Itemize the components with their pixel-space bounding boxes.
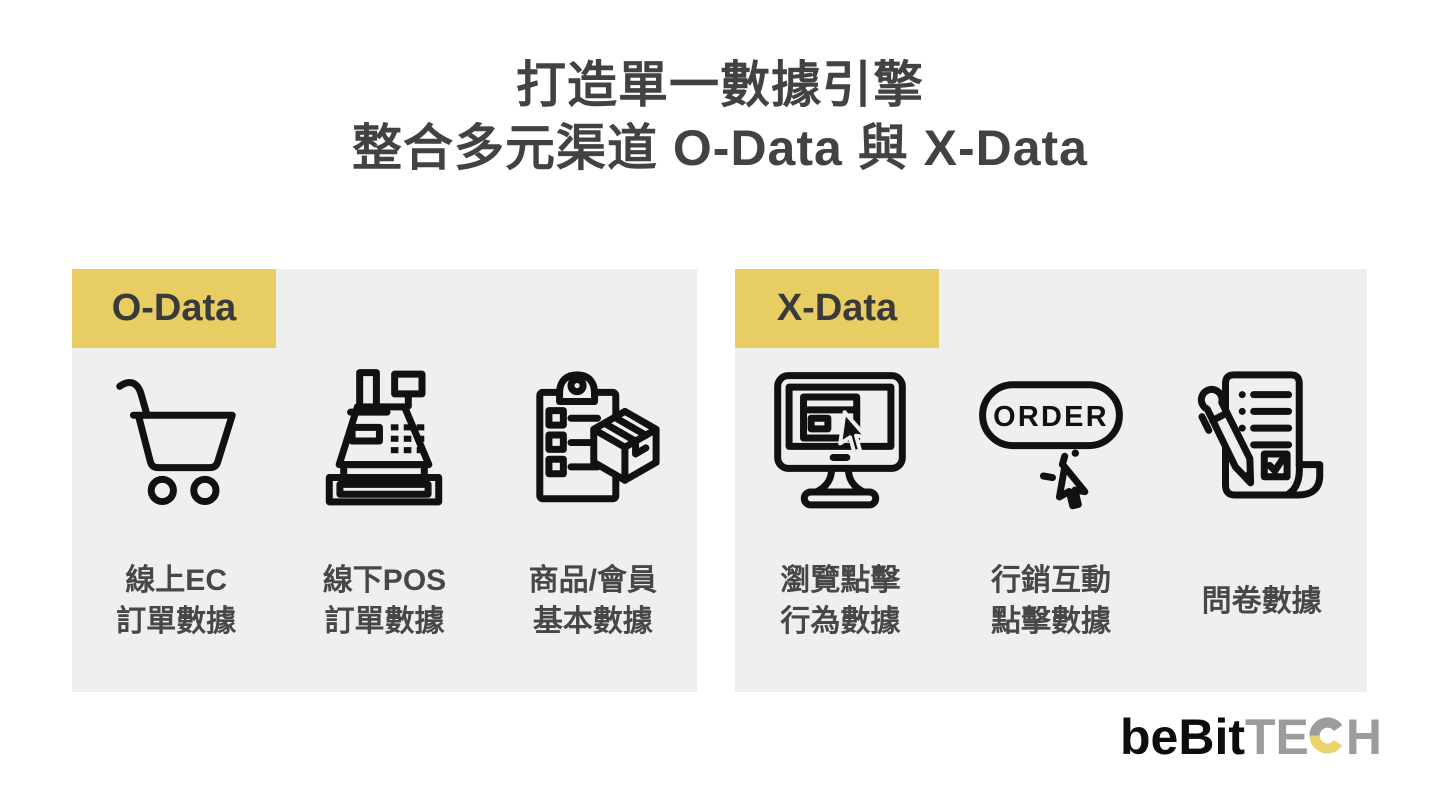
label-line2: 基本數據	[532, 605, 653, 638]
shopping-cart-icon	[116, 379, 236, 506]
order-button-click-icon-wrap: ORDER	[975, 354, 1127, 522]
label-line1: 線上EC	[125, 564, 227, 597]
cash-register-icon	[326, 369, 443, 506]
logo-tech-te: TE	[1244, 709, 1309, 765]
xdata-item-browse-click: 瀏覽點擊 行為數據	[735, 354, 946, 642]
logo-bebit-text: beBit	[1119, 709, 1245, 765]
xdata-panel: X-Data 瀏覽點擊 行為數據	[735, 269, 1367, 692]
monitor-click-icon	[774, 372, 907, 509]
label-line1: 商品/會員	[528, 564, 657, 597]
slide-title-line2: 整合多元渠道 O-Data 與 X-Data	[352, 120, 1088, 176]
xdata-badge: X-Data	[735, 269, 939, 348]
clipboard-product-icon-wrap	[517, 354, 669, 522]
xdata-item-label: 瀏覽點擊 行為數據	[780, 560, 900, 642]
odata-items: 線上EC 訂單數據	[72, 354, 697, 642]
xdata-items: 瀏覽點擊 行為數據 ORDER 行銷互動 點擊數據	[735, 354, 1367, 642]
logo-stylized-c-icon	[1309, 717, 1343, 754]
label-line2: 訂單數據	[324, 605, 445, 638]
odata-item-label: 商品/會員 基本數據	[529, 560, 657, 642]
label-line1: 行銷互動	[991, 564, 1111, 597]
xdata-item-label: 問卷數據	[1202, 560, 1322, 642]
order-button-click-icon: ORDER	[979, 381, 1123, 510]
label-line2: 訂單數據	[116, 605, 237, 638]
odata-item-label: 線上EC 訂單數據	[116, 560, 236, 642]
label-line2: 點擊數據	[991, 605, 1111, 638]
xdata-item-marketing-click: ORDER 行銷互動 點擊數據	[946, 354, 1157, 642]
odata-item-product-member: 商品/會員 基本數據	[489, 354, 697, 642]
label-line1: 瀏覽點擊	[780, 564, 901, 597]
label-line2: 行為數據	[780, 605, 901, 638]
odata-panel: O-Data 線上EC 訂單數據	[72, 269, 697, 692]
xdata-item-survey: 問卷數據	[1156, 354, 1367, 642]
survey-pen-icon	[1197, 371, 1323, 499]
shopping-cart-icon-wrap	[100, 354, 252, 522]
clipboard-product-icon	[536, 371, 660, 503]
odata-item-online-ec: 線上EC 訂單數據	[72, 354, 280, 642]
xdata-item-label: 行銷互動 點擊數據	[991, 560, 1111, 642]
survey-pen-icon-wrap	[1186, 354, 1338, 522]
label-line1: 問卷數據	[1201, 584, 1322, 618]
order-button-text: ORDER	[993, 401, 1109, 433]
odata-item-offline-pos: 線下POS 訂單數據	[280, 354, 488, 642]
logo-tech-h: H	[1345, 709, 1382, 765]
odata-badge: O-Data	[72, 269, 276, 348]
odata-item-label: 線下POS 訂單數據	[323, 560, 446, 642]
cash-register-icon-wrap	[308, 354, 460, 522]
slide-title-line1: 打造單一數據引擎	[516, 57, 924, 113]
monitor-click-icon-wrap	[764, 354, 916, 522]
slide-title: 打造單一數據引擎 整合多元渠道 O-Data 與 X-Data	[0, 54, 1440, 180]
label-line1: 線下POS	[322, 564, 447, 597]
